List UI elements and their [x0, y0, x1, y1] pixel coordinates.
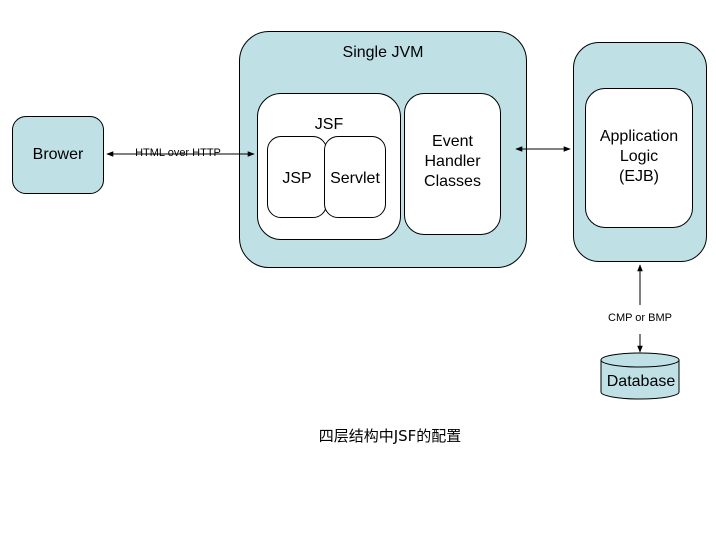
jvm-label: Single JVM	[342, 44, 424, 61]
database-cylinder	[600, 352, 680, 400]
caption: 四层结构中JSF的配置	[318, 427, 462, 445]
event-handler-label: Event Handler Classes	[424, 133, 481, 190]
servlet-box	[324, 136, 386, 218]
browser-box	[12, 116, 104, 194]
event-handler-box	[404, 93, 501, 235]
app-logic-box	[585, 88, 693, 228]
servlet-label: Servlet	[330, 170, 380, 187]
db-link-label: CMP or BMP	[608, 312, 672, 324]
browser-label: Brower	[32, 146, 84, 163]
database-label: Database	[606, 373, 676, 390]
app-logic-label: Application Logic (EJB)	[599, 128, 679, 185]
browser-link-label: HTML over HTTP	[135, 147, 221, 159]
jsf-label: JSF	[314, 116, 344, 133]
jsp-label: JSP	[282, 170, 312, 187]
